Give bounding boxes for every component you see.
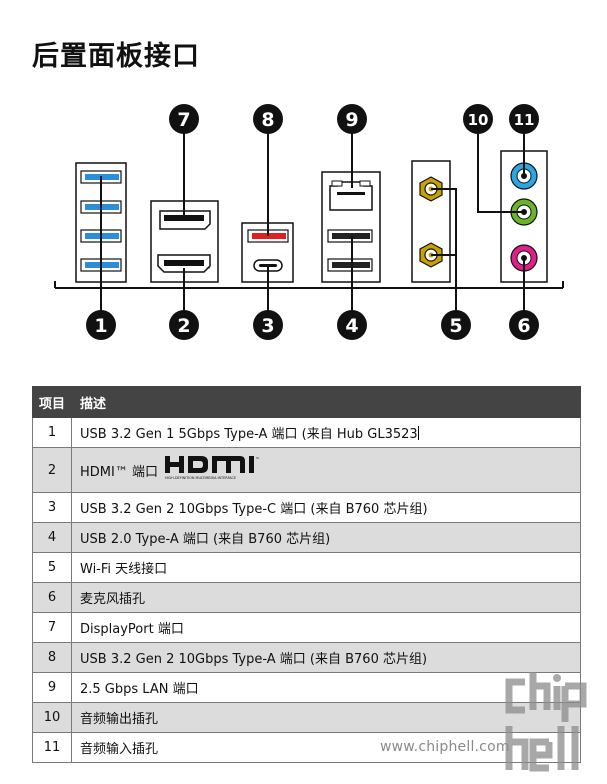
callout-9-label: 9 — [345, 109, 358, 131]
port-spec-table: 项目 描述 1 USB 3.2 Gen 1 5Gbps Type-A 端口 (来… — [32, 386, 581, 763]
text-cursor — [417, 426, 419, 440]
callout-2: 2 — [169, 310, 199, 340]
callout-8: 8 — [253, 104, 283, 134]
svg-text:HIGH-DEFINITION MULTIMEDIA INT: HIGH-DEFINITION MULTIMEDIA INTERFACE — [165, 476, 236, 480]
row-description: 麦克风插孔 — [71, 582, 581, 613]
row-description: 音频输出插孔 — [71, 702, 581, 733]
table-row: 11 音频输入插孔 — [32, 732, 581, 763]
row-index: 7 — [32, 612, 72, 643]
callout-3: 3 — [253, 310, 283, 340]
hdmi-port: ™ — [157, 254, 211, 273]
callout-7-label: 7 — [177, 109, 190, 131]
usb-port-black — [327, 229, 373, 243]
table-header-row: 项目 描述 — [32, 386, 581, 418]
lan-port — [329, 180, 373, 211]
row-description-text: USB 3.2 Gen 1 5Gbps Type-A 端口 (来自 Hub GL… — [80, 427, 418, 442]
callout-3-label: 3 — [261, 315, 274, 337]
table-row: 3 USB 3.2 Gen 2 10Gbps Type-C 端口 (来自 B76… — [32, 492, 581, 523]
callout-1-label: 1 — [94, 315, 107, 337]
row-description: USB 3.2 Gen 2 10Gbps Type-C 端口 (来自 B760 … — [71, 492, 581, 523]
header-description: 描述 — [71, 386, 581, 418]
row-index: 2 — [32, 447, 72, 493]
table-row: 8 USB 3.2 Gen 2 10Gbps Type-A 端口 (来自 B76… — [32, 642, 581, 673]
callout-10-label: 10 — [468, 111, 489, 129]
callout-7: 7 — [169, 104, 199, 134]
callout-8-label: 8 — [261, 109, 274, 131]
row-description: USB 2.0 Type-A 端口 (来自 B760 芯片组) — [71, 522, 581, 553]
callout-10: 10 — [463, 104, 493, 134]
row-description: DisplayPort 端口 — [71, 612, 581, 643]
wifi-antenna-group — [411, 160, 451, 283]
watermark-url: www.chiphell.com — [380, 739, 510, 755]
row-description: HDMI™ 端口 ™ — [71, 447, 581, 493]
header-index: 项目 — [32, 386, 72, 418]
callout-1: 1 — [86, 310, 116, 340]
lan-usb2-group — [321, 171, 381, 283]
svg-text:™: ™ — [255, 457, 260, 463]
table-row: 2 HDMI™ 端口 — [32, 447, 581, 493]
callout-6: 6 — [509, 310, 539, 340]
table-row: 1 USB 3.2 Gen 1 5Gbps Type-A 端口 (来自 Hub … — [32, 417, 581, 448]
row-index: 4 — [32, 522, 72, 553]
callout-5: 5 — [441, 310, 471, 340]
callout-6-label: 6 — [517, 315, 530, 337]
callout-11: 11 — [509, 104, 539, 134]
row-index: 9 — [32, 672, 72, 703]
row-description: USB 3.2 Gen 1 5Gbps Type-A 端口 (来自 Hub GL… — [71, 417, 581, 448]
callout-5-label: 5 — [449, 315, 462, 337]
row-description: 音频输入插孔 — [71, 732, 581, 763]
row-description-text: HDMI™ 端口 — [80, 465, 158, 480]
row-description: Wi-Fi 天线接口 — [71, 552, 581, 583]
usb-port-black — [327, 258, 373, 272]
callout-4: 4 — [337, 310, 367, 340]
table-row: 4 USB 2.0 Type-A 端口 (来自 B760 芯片组) — [32, 522, 581, 553]
callout-2-label: 2 — [177, 315, 190, 337]
row-index: 10 — [32, 702, 72, 733]
table-row: 5 Wi-Fi 天线接口 — [32, 552, 581, 583]
row-index: 1 — [32, 417, 72, 448]
row-index: 8 — [32, 642, 72, 673]
table-row: 6 麦克风插孔 — [32, 582, 581, 613]
svg-text:™: ™ — [206, 267, 211, 273]
hdmi-logo: ™ HIGH-DEFINITION MULTIMEDIA INTERFACE — [165, 456, 273, 484]
leader-lines — [100, 134, 525, 312]
table-row: 10 音频输出插孔 — [32, 702, 581, 733]
table-row: 9 2.5 Gbps LAN 端口 — [32, 672, 581, 703]
row-index: 6 — [32, 582, 72, 613]
callout-4-label: 4 — [345, 315, 358, 337]
table-row: 7 DisplayPort 端口 — [32, 612, 581, 643]
rear-io-diagram: ™ — [54, 104, 564, 340]
row-index: 5 — [32, 552, 72, 583]
displayport-port — [159, 210, 211, 230]
row-index: 3 — [32, 492, 72, 523]
callout-11-label: 11 — [514, 111, 535, 129]
chiphell-watermark-logo — [505, 672, 587, 772]
page-title: 后置面板接口 — [32, 41, 200, 72]
video-outputs: ™ — [150, 200, 219, 283]
row-description: USB 3.2 Gen 2 10Gbps Type-A 端口 (来自 B760 … — [71, 642, 581, 673]
row-index: 11 — [32, 732, 72, 763]
callout-9: 9 — [337, 104, 367, 134]
